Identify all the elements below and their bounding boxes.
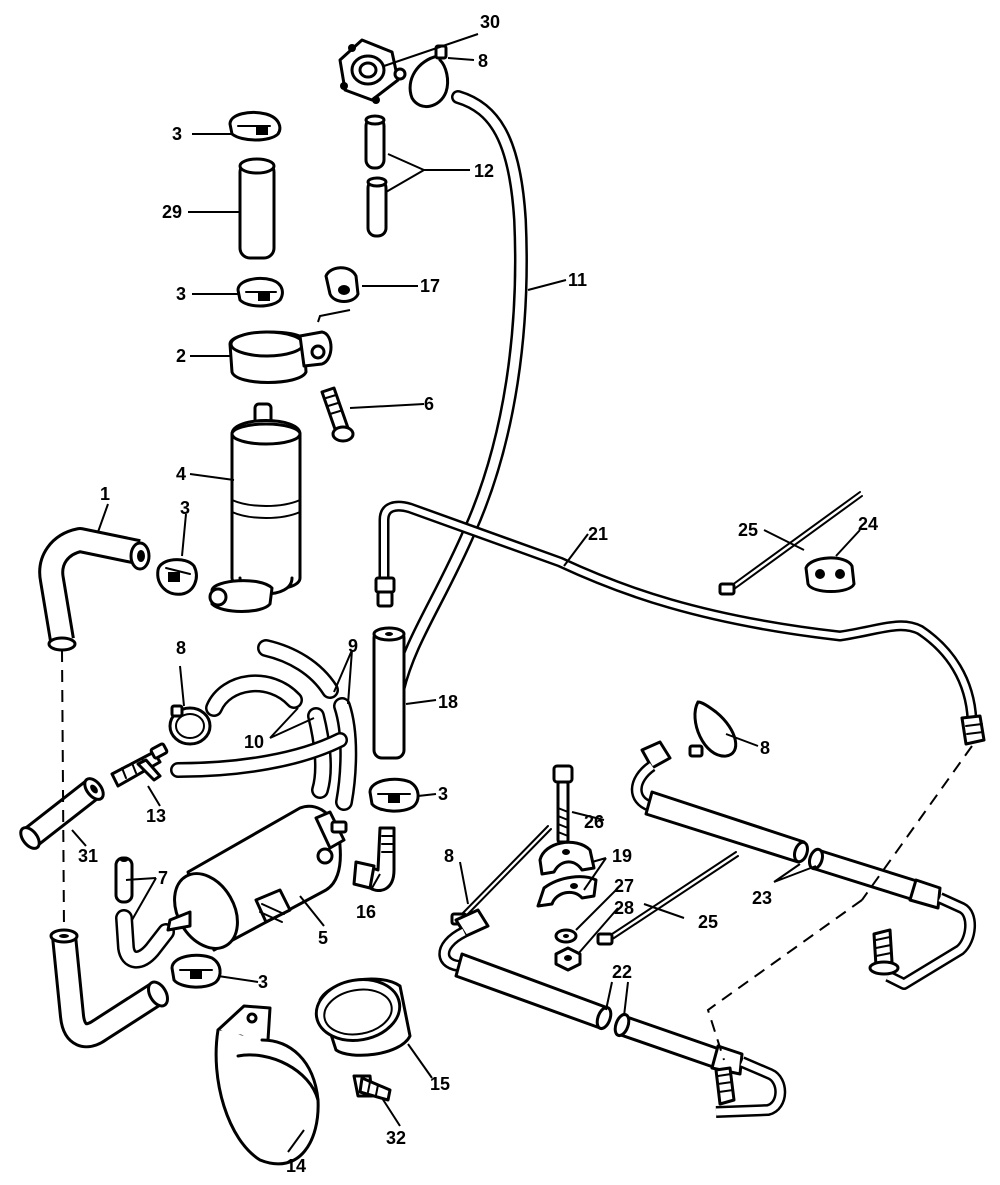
part-18-hose [372,626,406,760]
part-1-lower-hose [49,928,169,1049]
part-4-fuel-filter [208,402,302,613]
part-3-clamp-bottom [170,953,222,989]
part-8-cable-tie [450,825,552,926]
label-29: 29 [162,202,182,222]
part-5-fuel-separator [166,804,348,952]
part-27-washer [554,928,578,944]
part-17-grommet [317,266,360,323]
part-24-grommet [804,556,856,593]
part-14-mounting-strap [214,1004,320,1166]
label-8-right: 8 [760,738,770,758]
label-6: 6 [424,394,434,414]
label-12: 12 [474,161,494,181]
part-8-clamp-right [688,700,738,758]
label-7: 7 [158,868,168,888]
part-7-hoses [114,856,175,969]
label-3-second: 3 [176,284,186,304]
part-16-elbow-fitting [352,826,396,893]
part-25-cable-tie-upper [718,491,863,596]
part-21-fuel-line [374,500,986,746]
connection-lines [61,649,973,1061]
label-16: 16 [356,902,376,922]
label-3-left: 3 [180,498,190,518]
part-26-bolt [552,764,574,844]
part-3-clamp-second [236,276,284,308]
part-25-cable-tie-lower [596,851,739,946]
label-25-upper: 25 [738,520,758,540]
label-3-bottom: 3 [258,972,268,992]
part-12-hose-pieces [364,114,388,238]
label-25-lower: 25 [698,912,718,932]
label-23: 23 [752,888,772,908]
label-19: 19 [612,846,632,866]
label-14: 14 [286,1156,306,1176]
part-23-fuel-line-assembly [630,740,976,990]
label-24: 24 [858,514,878,534]
label-5: 5 [318,928,328,948]
part-30-fuel-pump [338,38,407,104]
label-9: 9 [348,636,358,656]
part-2-bracket [228,330,333,384]
part-10-hoses [170,674,348,778]
label-22: 22 [612,962,632,982]
part-19-clamp-halves [536,840,598,908]
leader-lines [71,33,861,1153]
part-29-hose [238,157,276,260]
label-30: 30 [480,12,500,32]
part-3-clamp-top [228,110,282,142]
label-15: 15 [430,1074,450,1094]
label-13: 13 [146,806,166,826]
part-8-clamp-left [168,704,212,746]
label-26: 26 [584,812,604,832]
part-13-fitting [110,742,169,788]
label-2: 2 [176,346,186,366]
label-17: 17 [420,276,440,296]
part-labels: 30 8 12 3 29 3 17 2 6 4 11 1 3 21 25 24 … [78,12,878,1176]
part-9-hoses [257,639,358,811]
label-31: 31 [78,846,98,866]
label-8-tie: 8 [444,846,454,866]
label-32: 32 [386,1128,406,1148]
label-10: 10 [244,732,264,752]
label-1: 1 [100,484,110,504]
part-6-bolt [320,386,355,443]
label-8-left: 8 [176,638,186,658]
part-22-fuel-line-assembly [438,908,787,1118]
part-8-clamp-top [408,44,450,108]
label-8-top: 8 [478,51,488,71]
label-21: 21 [588,524,608,544]
part-15-sleeve [314,977,412,1057]
label-3-top: 3 [172,124,182,144]
label-4: 4 [176,464,186,484]
label-28: 28 [614,898,634,918]
label-11: 11 [568,270,587,290]
part-31-hose [19,777,105,850]
label-27: 27 [614,876,634,896]
part-28-nut [554,946,582,972]
part-11-fuel-hose [391,90,528,697]
part-3-clamp-mid [368,777,420,813]
label-18: 18 [438,692,458,712]
part-1-elbow-hose [38,527,151,652]
part-3-clamp-left [156,558,198,596]
label-3-mid: 3 [438,784,448,804]
part-32-screw [352,1074,392,1102]
